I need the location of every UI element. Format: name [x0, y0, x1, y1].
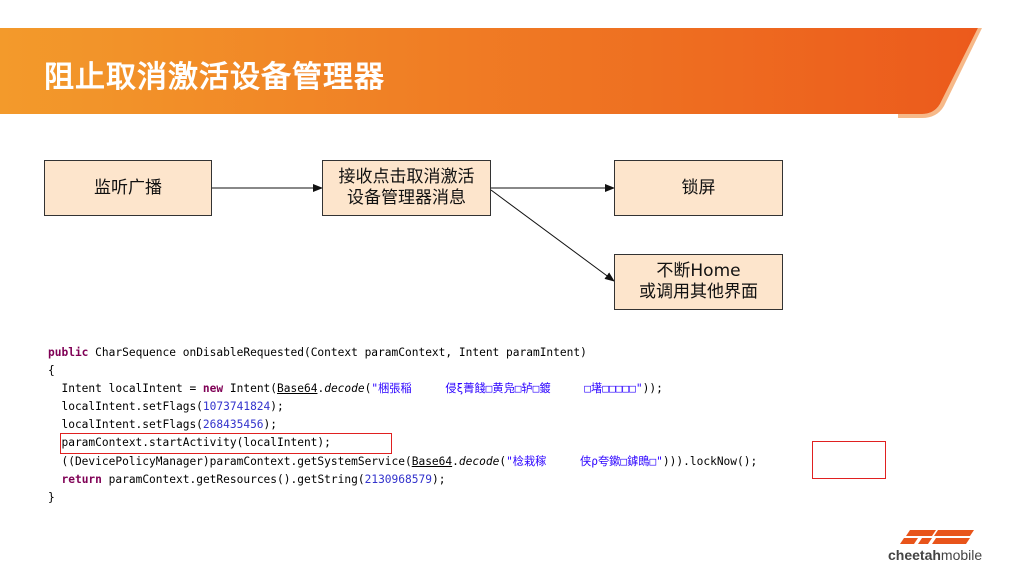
flow-box-home: 不断Home 或调用其他界面 — [614, 254, 783, 310]
code-line: ((DevicePolicyManager)paramContext.getSy… — [48, 454, 758, 468]
cheetahmobile-logo-text: cheetahmobile — [888, 547, 983, 563]
highlight-start-activity — [60, 433, 392, 454]
flow-box-lock-label: 锁屏 — [681, 177, 716, 198]
code-line: public CharSequence onDisableRequested(C… — [48, 346, 587, 359]
cheetahmobile-logo-icon — [900, 530, 974, 544]
code-line: } — [48, 490, 55, 504]
code-line-start-activity: paramContext.startActivity(localIntent); — [48, 436, 331, 450]
flow-box-lock: 锁屏 — [614, 160, 783, 216]
page-title: 阻止取消激活设备管理器 — [44, 60, 385, 95]
code-line: { — [48, 364, 55, 378]
flow-box-receive-label: 接收点击取消激活 设备管理器消息 — [338, 167, 475, 208]
flow-box-listen: 监听广播 — [44, 160, 212, 216]
flow-box-home-label: 不断Home 或调用其他界面 — [639, 261, 758, 302]
flow-box-listen-label: 监听广播 — [94, 177, 162, 198]
code-line: return paramContext.getResources().getSt… — [61, 472, 446, 486]
code-lock-now: lockNow() — [689, 454, 751, 468]
flow-box-receive: 接收点击取消激活 设备管理器消息 — [322, 160, 491, 216]
code-line: Intent localIntent = new Intent(Base64.d… — [48, 382, 663, 396]
code-block: public CharSequence onDisableRequested(C… — [48, 344, 757, 507]
arrow-3 — [490, 189, 615, 282]
highlight-lock-now — [812, 441, 886, 479]
code-line: localIntent.setFlags(268435456); — [48, 418, 278, 432]
code-line: localIntent.setFlags(1073741824); — [48, 400, 284, 414]
header-banner — [0, 28, 982, 118]
